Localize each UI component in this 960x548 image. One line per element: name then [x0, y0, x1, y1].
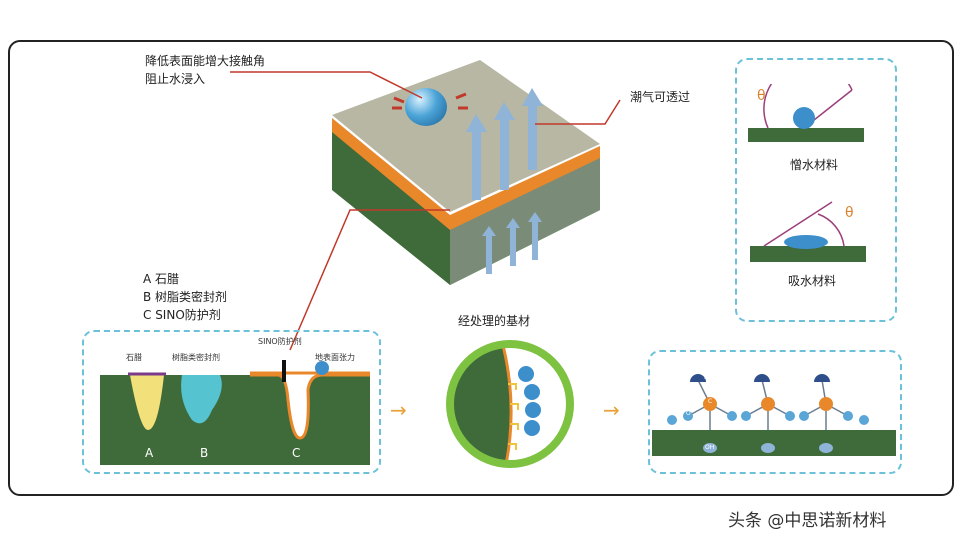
theta-hydrophobic: θ	[757, 88, 766, 104]
molecule-atom-f: F	[704, 374, 708, 381]
watermark: 头条 @中思诺新材料	[728, 511, 887, 531]
legend-b: B 树脂类密封剂	[143, 290, 228, 304]
vapor-label: 潮气可透过	[630, 90, 691, 104]
main-frame	[8, 40, 954, 496]
droplet-tension-marks	[392, 92, 468, 110]
molecule-atom-c: C	[708, 398, 713, 405]
hydrophobic-label: 憎水材料	[790, 158, 839, 172]
molecular-structure	[652, 374, 896, 456]
pores-panel	[82, 330, 381, 474]
pore-label-b: B	[200, 446, 209, 460]
tension-tag: 地表面张力	[315, 353, 355, 362]
arrow-right-icon: →	[390, 398, 407, 422]
coated-substrate-block	[332, 60, 600, 285]
treated-substrate-circle	[446, 340, 574, 468]
contact-angle-label-line2: 阻止水浸入	[145, 72, 206, 86]
resin-tag: 树脂类密封剂	[172, 353, 220, 362]
sino-tag: SINO防护剂	[258, 337, 302, 346]
contact-angle-panel	[735, 58, 897, 322]
arrow-right-icon: →	[603, 398, 620, 422]
hydrophilic-illustration	[750, 201, 866, 262]
molecule-atom-o: O	[686, 410, 691, 417]
molecule-panel	[648, 350, 902, 474]
legend-a: A 石腊	[143, 272, 180, 286]
theta-hydrophilic: θ	[845, 205, 854, 221]
legend-c: C SINO防护剂	[143, 308, 221, 322]
water-droplet	[405, 88, 447, 126]
treated-substrate-title: 经处理的基材	[458, 314, 531, 328]
pore-label-c: C	[292, 446, 301, 460]
pore-label-a: A	[145, 446, 154, 460]
hydrophilic-label: 吸水材料	[788, 274, 837, 288]
contact-angle-label-line1: 降低表面能增大接触角	[145, 54, 266, 68]
molecule-group-oh: OH	[705, 444, 715, 451]
pores-cross-section	[100, 360, 370, 465]
wax-tag: 石腊	[126, 353, 142, 362]
hydrophobic-illustration	[748, 84, 864, 142]
